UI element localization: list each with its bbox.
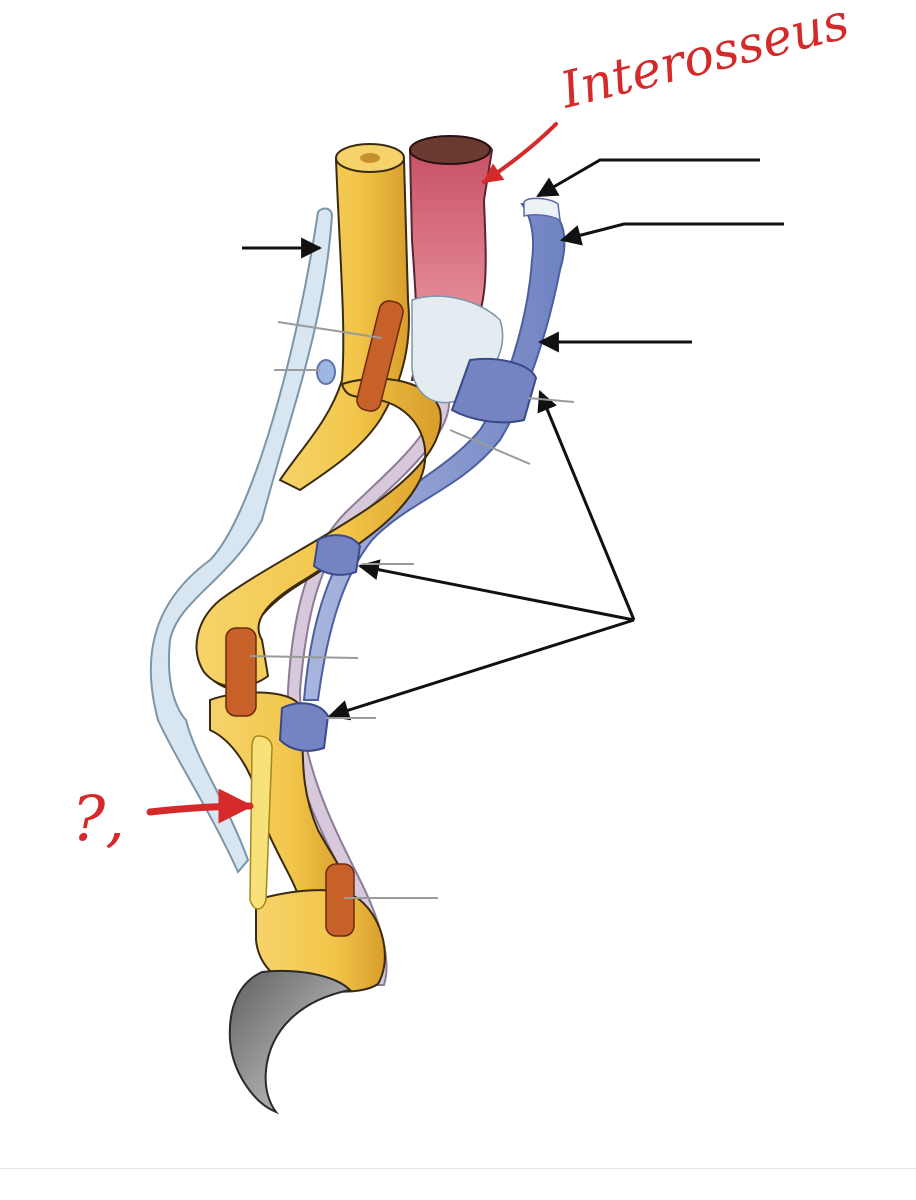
- collateral-ligament-1: [356, 300, 404, 412]
- marker-arrow-icon: [146, 788, 254, 824]
- arrow-icon: [536, 158, 760, 198]
- pointer-lines: [242, 158, 784, 721]
- interosseus-cut-surface: [409, 135, 491, 165]
- leader-line: [277, 321, 383, 339]
- marker-arrow-icon: [482, 122, 558, 184]
- leader-lines: [249, 321, 575, 899]
- proximal-phalanx-body: [195, 377, 442, 688]
- collateral-ligament-3: [325, 863, 355, 937]
- bone-marrow: [360, 153, 380, 163]
- page-divider: [0, 1168, 916, 1169]
- collateral-ligament-2: [225, 627, 257, 717]
- red-annotations: [146, 122, 558, 824]
- question-mark-label: ?,: [72, 782, 125, 855]
- sesamoid-small: [316, 359, 336, 385]
- claw: [228, 969, 353, 1115]
- annular-ligament-1: [450, 358, 538, 424]
- arrow-icon: [537, 390, 636, 621]
- arrow-icon: [327, 618, 635, 721]
- arrow-icon: [357, 559, 635, 622]
- interosseus-label: Interosseus: [554, 0, 855, 120]
- leader-line: [527, 397, 575, 403]
- annular-ligament-3: [278, 702, 330, 752]
- flexor-tendon-tip: [523, 197, 561, 222]
- extensor-tendon: [149, 207, 334, 874]
- leader-line: [449, 429, 531, 465]
- leader-line: [249, 655, 359, 659]
- highlighted-ligament: [249, 735, 273, 910]
- arrow-icon: [559, 222, 784, 246]
- annular-ligament-2: [312, 534, 362, 576]
